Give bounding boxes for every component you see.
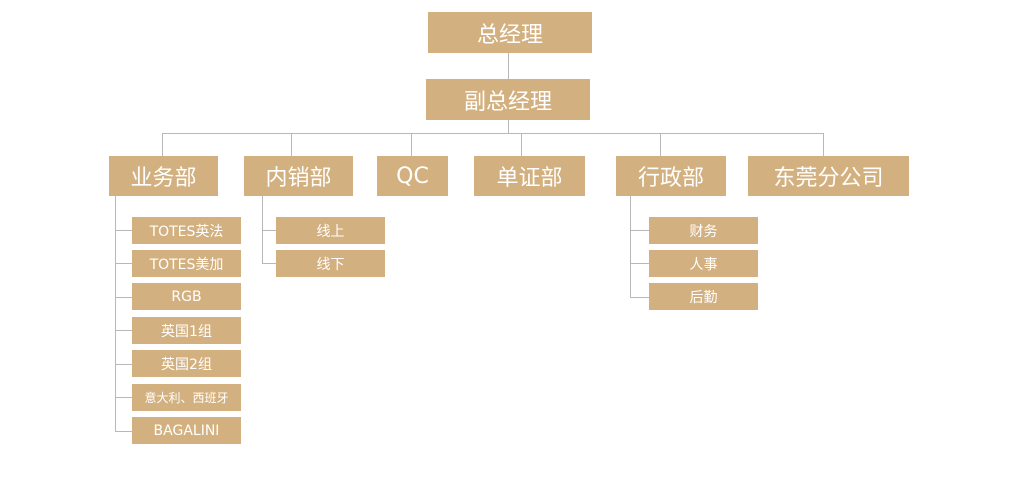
connector-dept-4 — [521, 133, 522, 156]
connector-sub-1-6 — [115, 397, 132, 398]
node-sub-business-4: 英国1组 — [132, 317, 241, 344]
node-dept-qc: QC — [377, 156, 448, 196]
connector-dept-5 — [660, 133, 661, 156]
connector-sub-5-1 — [630, 230, 649, 231]
connector-sub-2-1 — [262, 230, 276, 231]
connector-sub-1-1 — [115, 230, 132, 231]
node-sub-admin-3: 后勤 — [649, 283, 758, 310]
node-sub-business-2: TOTES美加 — [132, 250, 241, 277]
node-sub-business-6: 意大利、西班牙 — [132, 384, 241, 411]
node-sub-domestic-1: 线上 — [276, 217, 385, 244]
node-dept-domestic-sales: 内销部 — [244, 156, 353, 196]
node-sub-business-3: RGB — [132, 283, 241, 310]
connector-dept-3 — [411, 133, 412, 156]
connector-sub-1-4 — [115, 330, 132, 331]
connector-sub-trunk-1 — [115, 196, 116, 431]
connector-sub-1-2 — [115, 263, 132, 264]
node-sub-admin-2: 人事 — [649, 250, 758, 277]
node-dept-admin: 行政部 — [616, 156, 726, 196]
connector-deputy-bus — [508, 120, 509, 134]
connector-sub-5-2 — [630, 263, 649, 264]
node-sub-business-5: 英国2组 — [132, 350, 241, 377]
node-sub-business-7: BAGALINI — [132, 417, 241, 444]
node-deputy-general-manager: 副总经理 — [426, 79, 590, 120]
node-sub-admin-1: 财务 — [649, 217, 758, 244]
connector-sub-2-2 — [262, 263, 276, 264]
connector-sub-1-5 — [115, 364, 132, 365]
connector-sub-1-7 — [115, 431, 132, 432]
connector-dept-6 — [823, 133, 824, 156]
node-general-manager: 总经理 — [428, 12, 592, 53]
connector-sub-5-3 — [630, 297, 649, 298]
node-sub-domestic-2: 线下 — [276, 250, 385, 277]
connector-dept-bus — [162, 133, 823, 134]
connector-sub-1-3 — [115, 297, 132, 298]
connector-sub-trunk-5 — [630, 196, 631, 297]
node-dept-dongguan-branch: 东莞分公司 — [748, 156, 909, 196]
node-dept-business: 业务部 — [109, 156, 218, 196]
connector-dept-2 — [291, 133, 292, 156]
node-dept-documents: 单证部 — [474, 156, 585, 196]
node-sub-business-1: TOTES英法 — [132, 217, 241, 244]
connector-dept-1 — [162, 133, 163, 156]
connector-top-deputy — [508, 53, 509, 79]
